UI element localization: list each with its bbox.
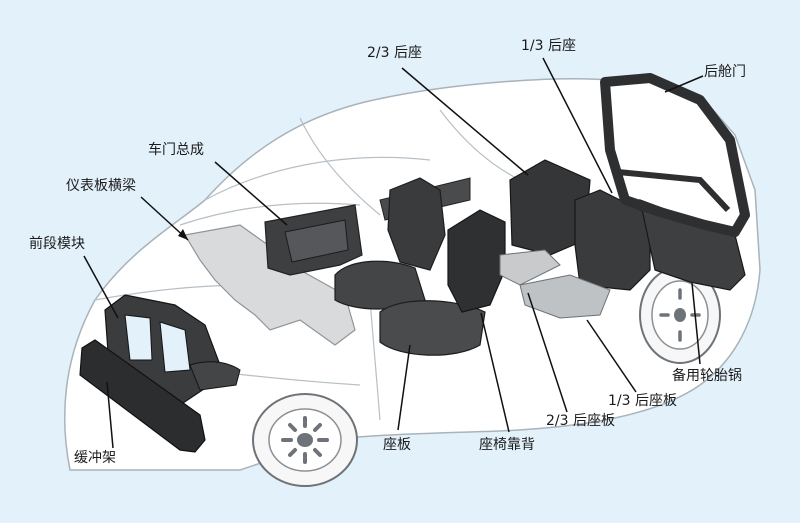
arrow-tip-dashboard [178, 229, 188, 240]
label-front-module: 前段模块 [29, 236, 85, 252]
tailgate-part [600, 73, 750, 237]
label-bumper-frame: 缓冲架 [74, 450, 116, 466]
label-dashboard-crossbeam: 仪表板横梁 [66, 178, 136, 194]
label-rear-seat-panel-1-3: 1/3 后座板 [608, 393, 677, 409]
bumper-frame-part [79, 339, 206, 453]
rear-seat-panel-2-3-part [499, 249, 561, 286]
seat-pan-front [334, 260, 426, 310]
front-seat-backrest-part [387, 177, 446, 271]
seat-backrest-part [447, 209, 506, 313]
label-seat-backrest: 座椅靠背 [479, 437, 535, 453]
rear-seat-1-3-part [574, 189, 651, 291]
label-seat-pan: 座板 [383, 437, 411, 453]
rear-seat-panel-1-3-part [519, 274, 611, 319]
rear-wheel [639, 266, 721, 364]
leader-lines [83, 57, 704, 449]
roof-lines [94, 109, 521, 421]
label-rear-seat-1-3: 1/3 后座 [521, 38, 576, 54]
front-wheel [252, 393, 358, 487]
label-spare-tire-well: 备用轮胎锅 [672, 368, 742, 384]
label-door-assembly: 车门总成 [148, 142, 204, 158]
label-rear-seat-panel-2-3: 2/3 后座板 [546, 413, 615, 429]
label-rear-seat-2-3: 2/3 后座 [367, 45, 422, 61]
label-tailgate: 后舱门 [704, 64, 746, 80]
seat-pan-lower [379, 300, 486, 356]
